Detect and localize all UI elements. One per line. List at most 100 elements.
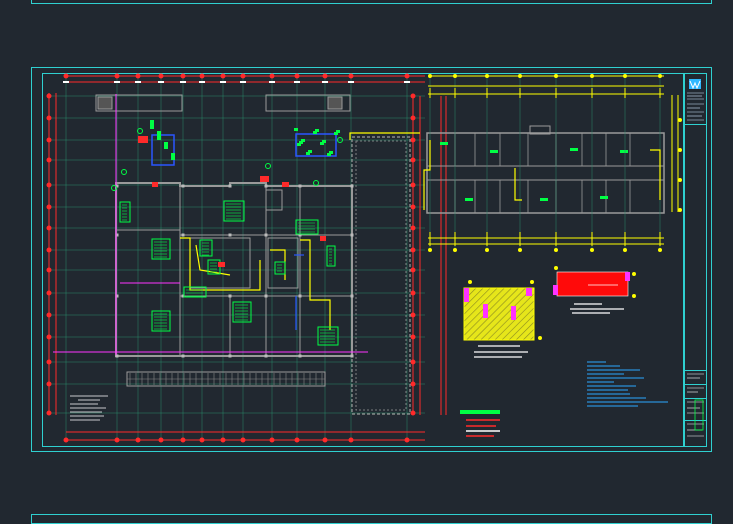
grid-bubble <box>485 248 489 252</box>
room-equipment <box>440 142 448 145</box>
room-equipment <box>570 148 578 151</box>
equipment-fitting <box>301 139 305 142</box>
main-sheet-inner-border <box>42 73 684 447</box>
grid-bubble <box>678 178 682 182</box>
dimension-lines <box>46 73 447 443</box>
equipment-fitting <box>336 130 340 133</box>
dimension-text <box>240 81 246 83</box>
grid-bubble <box>404 437 410 443</box>
grid-bubble <box>623 248 627 252</box>
column <box>228 294 232 298</box>
grid-bubble <box>322 437 328 443</box>
grid-bubble <box>135 437 141 443</box>
equipment-fitting <box>150 120 154 123</box>
grid-bubble <box>46 93 52 99</box>
grid-bubble <box>658 248 662 252</box>
general-notes <box>587 361 668 407</box>
equipment-fitting <box>157 135 161 138</box>
grid-bubble <box>158 437 164 443</box>
grid-bubble <box>46 381 52 387</box>
grid-bubble <box>294 73 300 79</box>
equipment-fitting <box>171 153 175 156</box>
grid-bubble <box>348 437 354 443</box>
grid-bubble <box>428 248 432 252</box>
equipment-block <box>199 239 213 257</box>
equipment-fitting <box>157 131 161 134</box>
equipment-block <box>151 238 171 260</box>
grid-bubble <box>46 290 52 296</box>
grid-bubble <box>410 93 416 99</box>
equipment-fitting <box>150 124 154 127</box>
grid-bubble <box>46 157 52 163</box>
main-sheet <box>31 67 712 452</box>
grid-bubble <box>410 182 416 188</box>
grid-bubble <box>410 247 416 253</box>
detail-hatched-room <box>463 280 542 358</box>
equipment-block <box>295 219 319 235</box>
equipment-tags-left <box>111 120 343 346</box>
column <box>298 354 302 358</box>
equipment-block <box>232 301 252 323</box>
dimension-text <box>322 81 328 83</box>
dimension-text <box>114 81 120 83</box>
grid-bubble <box>199 73 205 79</box>
grid-bubble <box>410 157 416 163</box>
room-equipment <box>600 196 608 199</box>
grid-bubble <box>135 73 141 79</box>
grid-bubble <box>410 204 416 210</box>
grid-bubble <box>46 359 52 365</box>
equipment-fitting <box>164 146 168 149</box>
column <box>298 184 302 188</box>
right-floor-plan <box>426 125 665 214</box>
upper-sheet-edge <box>31 0 712 4</box>
column <box>181 354 185 358</box>
grid-bubble <box>46 115 52 121</box>
grid-bubble <box>240 73 246 79</box>
grid-bubble <box>294 437 300 443</box>
equipment-fitting <box>171 157 175 160</box>
equipment-fitting <box>157 137 161 140</box>
equipment-symbol <box>111 185 117 191</box>
grid-bubble <box>46 247 52 253</box>
room-equipment <box>490 150 498 153</box>
equipment-fitting <box>327 153 331 156</box>
grid-bubble <box>220 73 226 79</box>
dimension-text <box>294 81 300 83</box>
column <box>264 184 268 188</box>
grid-bubble <box>46 137 52 143</box>
ductwork-right <box>423 140 661 210</box>
room-equipment <box>540 198 548 201</box>
column <box>115 184 119 188</box>
equipment-block <box>274 261 286 275</box>
column <box>115 354 119 358</box>
grid-bubble <box>46 182 52 188</box>
grid-bubble <box>404 73 410 79</box>
equipment-fitting <box>313 131 317 134</box>
dimension-text <box>199 81 205 83</box>
grid-bubble <box>199 437 205 443</box>
equipment-fitting <box>320 142 324 145</box>
grid-bubble <box>269 437 275 443</box>
grid-bubble <box>158 73 164 79</box>
column <box>228 184 232 188</box>
grid-bubble <box>114 73 120 79</box>
dimension-text <box>404 81 410 83</box>
equipment-block <box>119 201 131 223</box>
grid-bubble <box>410 267 416 273</box>
grid-bubble <box>453 248 457 252</box>
grid-bubble <box>63 73 69 79</box>
bottom-strip-hatch <box>127 373 325 385</box>
column <box>264 233 268 237</box>
room-equipment <box>620 150 628 153</box>
column <box>181 294 185 298</box>
grid-bubble <box>46 312 52 318</box>
equipment-fitting <box>150 122 154 125</box>
column <box>350 294 354 298</box>
column <box>298 233 302 237</box>
equipment-block <box>326 245 336 267</box>
grid-bubble <box>518 248 522 252</box>
equipment-fitting <box>150 126 154 129</box>
equipment-symbol <box>137 128 143 134</box>
grid-bubble <box>678 148 682 152</box>
